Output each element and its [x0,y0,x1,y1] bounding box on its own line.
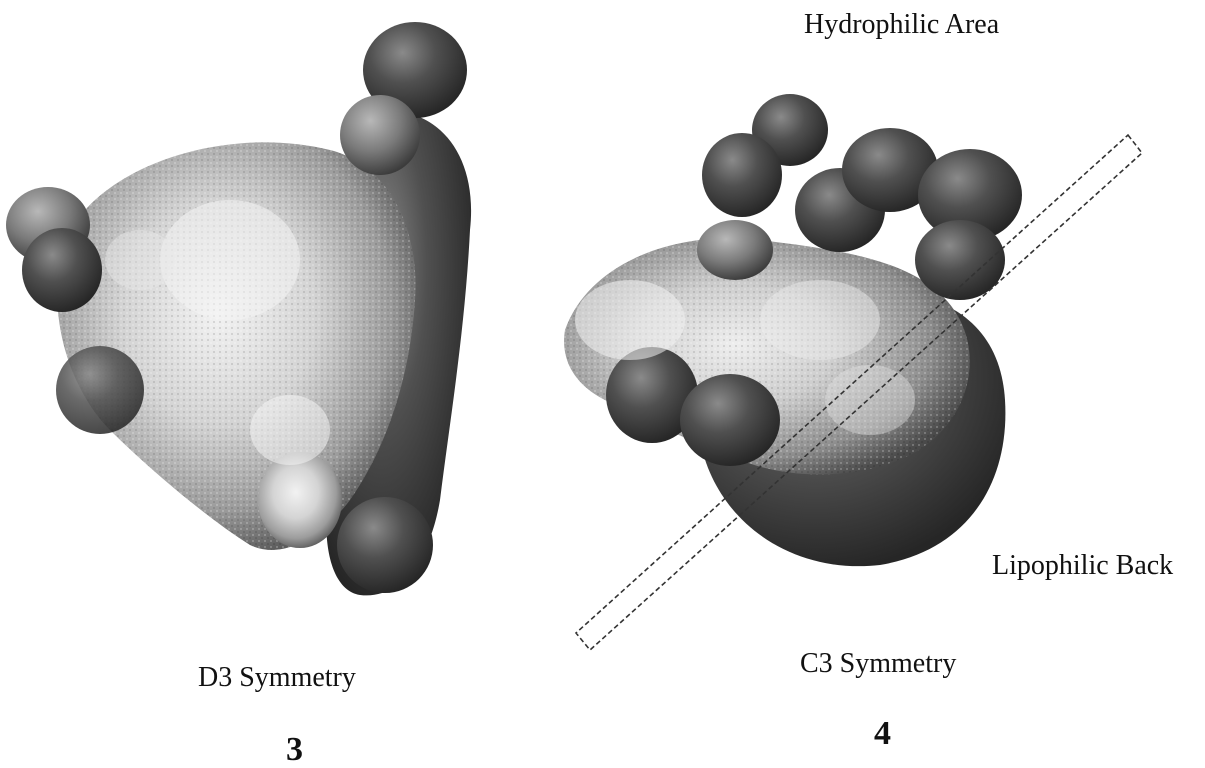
molecule-4-number: 4 [874,717,891,751]
molecule-3-caption: D3 Symmetry [198,664,356,692]
hydrophilic-area-label: Hydrophilic Area [804,11,999,39]
molecule-4-sphere-7 [697,220,773,280]
molecule-3-lobe-bottom-mid [258,452,342,548]
molecule-3-surface [6,22,471,595]
molecule-3-lobe-lower-left [56,346,144,434]
molecule-3-lobe-top-neck [340,95,420,175]
molecule-4-surface [564,94,1022,566]
molecule-4-sphere-9 [680,374,780,466]
molecule-3-lobe-bottom [337,497,433,593]
molecule-3-lobe-left-dark [22,228,102,312]
molecule-4-caption: C3 Symmetry [800,650,956,678]
molecule-4-sphere-2 [702,133,782,217]
lipophilic-back-label: Lipophilic Back [992,552,1173,580]
